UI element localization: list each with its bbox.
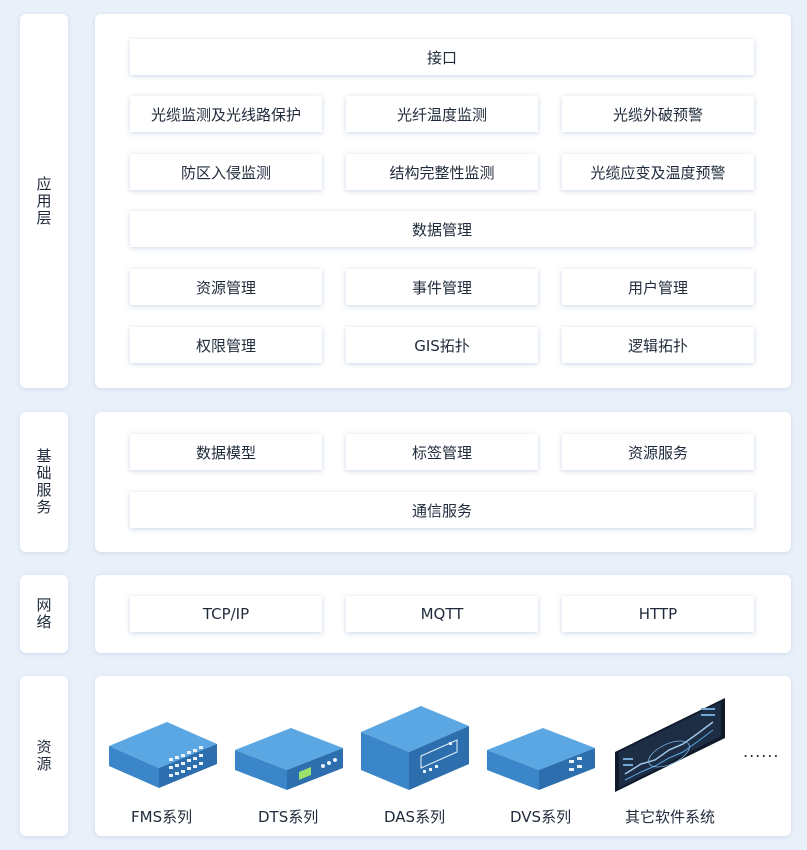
device-label: DVS系列: [510, 808, 572, 826]
module-box: 资源服务: [562, 434, 754, 470]
fms-device-icon: [109, 722, 217, 788]
software-system-screen-icon: [615, 698, 725, 792]
interface-box: 接口: [130, 39, 754, 75]
module-box: 光缆外破预警: [562, 96, 754, 132]
layer-label-application: 应用层: [20, 14, 68, 388]
das-device-icon: [361, 706, 469, 790]
protocol-box: TCP/IP: [130, 596, 322, 632]
layer-label-text: 网络: [34, 597, 53, 631]
module-box: 光缆监测及光线路保护: [130, 96, 322, 132]
dts-device-icon: [235, 728, 343, 790]
application-layer-panel: 接口 光缆监测及光线路保护 光纤温度监测 光缆外破预警 防区入侵监测 结构完整性…: [95, 14, 791, 388]
protocol-box: MQTT: [346, 596, 538, 632]
module-box: GIS拓扑: [346, 327, 538, 363]
module-box: 数据模型: [130, 434, 322, 470]
device-label: 其它软件系统: [625, 808, 716, 826]
module-box: 光缆应变及温度预警: [562, 154, 754, 190]
module-box: 事件管理: [346, 269, 538, 305]
layer-label-text: 基础服务: [34, 448, 53, 516]
device-label: DAS系列: [384, 808, 446, 826]
module-box: 光纤温度监测: [346, 96, 538, 132]
module-box: 权限管理: [130, 327, 322, 363]
device-label: FMS系列: [131, 808, 193, 826]
module-box: 结构完整性监测: [346, 154, 538, 190]
layer-label-network: 网络: [20, 575, 68, 653]
layer-label-text: 资源: [34, 739, 53, 773]
layer-label-resource: 资源: [20, 676, 68, 836]
module-box: 防区入侵监测: [130, 154, 322, 190]
more-indicator: ......: [743, 742, 780, 761]
resource-layer-panel: ...... FMS系列 DTS系列 DAS系列 DVS系列 其它软件系统: [95, 676, 791, 836]
module-box: 用户管理: [562, 269, 754, 305]
network-layer-panel: TCP/IP MQTT HTTP: [95, 575, 791, 653]
module-box: 逻辑拓扑: [562, 327, 754, 363]
base-service-layer-panel: 数据模型 标签管理 资源服务 通信服务: [95, 412, 791, 552]
data-management-box: 数据管理: [130, 211, 754, 247]
layer-label-base-service: 基础服务: [20, 412, 68, 552]
module-box: 资源管理: [130, 269, 322, 305]
layer-label-text: 应用层: [34, 175, 53, 227]
device-label: DTS系列: [258, 808, 319, 826]
dvs-device-icon: [487, 728, 595, 790]
module-box: 标签管理: [346, 434, 538, 470]
communication-service-box: 通信服务: [130, 492, 754, 528]
protocol-box: HTTP: [562, 596, 754, 632]
